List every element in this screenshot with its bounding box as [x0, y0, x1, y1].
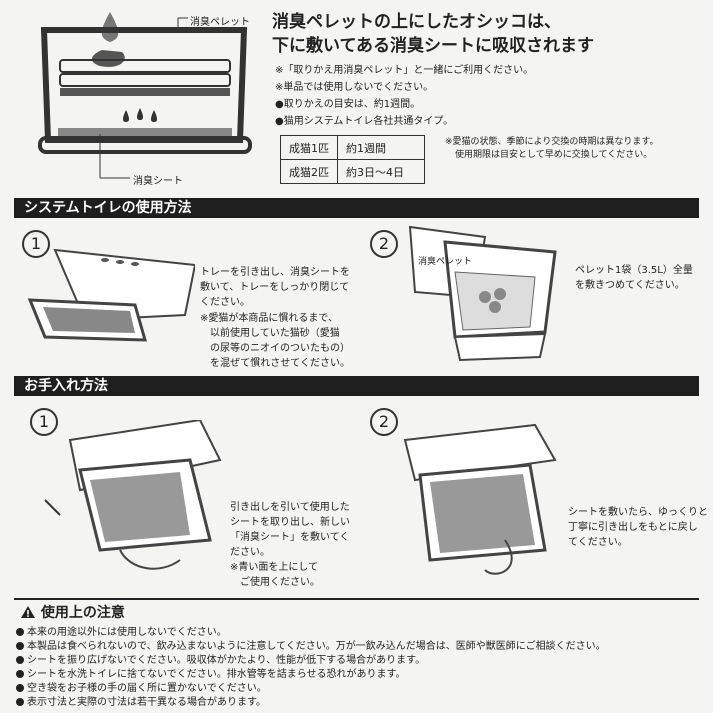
sheet-label: 消臭シート: [133, 176, 183, 187]
care-step2-text: シートを敷いたら、ゆっくりと 丁寧に引き出しをもとに戻し てください。: [568, 505, 708, 550]
text-line: ださい。: [230, 547, 270, 558]
table-note-line: 使用期限は目安として早めに交換してください。: [455, 150, 653, 160]
caution-item: 本製品は食べられないので、飲み込まないように注意してください。万が一飲み込んだ場…: [16, 640, 606, 653]
text-line: シートを敷いたら、ゆっくりと: [568, 507, 708, 518]
replacement-table: 成猫1匹 約1週間 成猫2匹 約3日〜4日: [280, 135, 425, 184]
tray-drawer-illustration: [27, 248, 195, 342]
headline-line-2: 下に敷いてある消臭シートに吸収されます: [272, 36, 594, 56]
caution-text: 表示寸法と実際の寸法は若干異なる場合があります。: [27, 697, 266, 708]
caution-text: シートを振り広げないでください。吸収体がかたより、性能が低下する場合があります。: [27, 655, 426, 666]
note-item: ※「取りかえ用消臭ペレット」と一緒にご利用ください。: [275, 65, 534, 76]
pellet-label: 消臭ペレット: [190, 17, 250, 28]
bullet-icon: [16, 698, 24, 706]
text-line: 以前使用していた猫砂（愛猫: [210, 328, 340, 339]
caution-text: シートを水洗トイレに捨てないでください。排水管等を詰まらせる恐れがあります。: [27, 669, 406, 680]
text-line: 敷いて、トレーをしっかり閉じて: [200, 282, 350, 293]
table-note: ※愛猫の状態、季節により交換の時期は異なります。 使用期限は目安として早めに交換…: [445, 136, 658, 162]
bullet-icon: [16, 628, 24, 636]
note-item: ●猫用システムトイレ各社共通タイプ。: [275, 116, 454, 127]
caution-item: シートを水洗トイレに捨てないでください。排水管等を詰まらせる恐れがあります。: [16, 668, 406, 681]
headline: 消臭ペレットの上にしたオシッコは、 下に敷いてある消臭シートに吸収されます: [272, 10, 702, 58]
usage-step2-text: ペレット1袋（3.5L）全量 を敷きつめてください。: [575, 263, 693, 293]
bullet-icon: [16, 656, 24, 664]
bag-label: 消臭ペレット: [418, 257, 473, 267]
notes: ※「取りかえ用消臭ペレット」と一緒にご利用ください。 ※単品では使用しないでくだ…: [275, 62, 533, 130]
table-cell: 約1週間: [337, 135, 425, 160]
care-step2-number: 2: [370, 408, 398, 436]
bullet-icon: [16, 642, 24, 650]
text-line: 「消臭シート」を敷いてく: [230, 532, 350, 543]
sheet-remove-illustration: [44, 420, 222, 570]
table-row: 成猫2匹 約3日〜4日: [280, 159, 425, 184]
table-note-line: ※愛猫の状態、季節により交換の時期は異なります。: [445, 137, 659, 147]
text-line: ください。: [200, 297, 250, 308]
text-line: 引き出しを引いて使用した: [230, 502, 350, 513]
note-item: ※単品では使用しないでください。: [275, 82, 434, 93]
care-step1-number: 1: [30, 408, 58, 436]
text-line: ※愛猫が本商品に慣れるまで、: [200, 313, 338, 324]
headline-line-1: 消臭ペレットの上にしたオシッコは、: [272, 12, 561, 32]
usage-step1-text: トレーを引き出し、消臭シートを 敷いて、トレーをしっかり閉じて ください。: [200, 265, 350, 310]
text-line: を混ぜて慣れさせてください。: [210, 358, 350, 369]
bullet-icon: [16, 684, 24, 692]
warning-icon: [21, 606, 35, 618]
usage-step1-number: 1: [22, 230, 50, 258]
table-row: 成猫1匹 約1週間: [280, 135, 425, 160]
bullet-icon: [16, 670, 24, 678]
usage-section-title: システムトイレの使用方法: [14, 198, 699, 218]
caution-text: 本製品は食べられないので、飲み込まないように注意してください。万が一飲み込んだ場…: [27, 641, 606, 652]
care-step1-text: 引き出しを引いて使用した シートを取り出し、新しい 「消臭シート」を敷いてく だ…: [230, 500, 350, 560]
drawer-return-illustration: [403, 423, 557, 575]
table-cell: 成猫1匹: [280, 135, 338, 160]
care-section-title: お手入れ方法: [14, 376, 699, 396]
text-line: ペレット1袋（3.5L）全量: [575, 265, 693, 276]
caution-text: 本来の用途以外には使用しないでください。: [27, 627, 227, 638]
text-line: 丁寧に引き出しをもとに戻し: [568, 522, 698, 533]
caution-item: 空き袋をお子様の手の届く所に置かないでください。: [16, 682, 267, 695]
caution-item: シートを振り広げないでください。吸収体がかたより、性能が低下する場合があります。: [16, 654, 425, 667]
caution-title-text: 使用上の注意: [40, 605, 125, 621]
pellet-pour-illustration: [408, 225, 557, 362]
text-line: てください。: [568, 537, 628, 548]
text-line: ご使用ください。: [240, 577, 320, 588]
caution-divider: [14, 598, 699, 600]
text-line: シートを取り出し、新しい: [230, 517, 350, 528]
text-line: トレーを引き出し、消臭シートを: [200, 267, 350, 278]
text-line: を敷きつめてください。: [575, 280, 685, 291]
table-cell: 約3日〜4日: [337, 159, 425, 184]
text-line: の尿等のニオイのついたもの）: [210, 343, 350, 354]
caution-title: 使用上の注意: [20, 602, 125, 622]
care-step1-note: ※青い面を上にして ご使用ください。: [230, 560, 320, 590]
usage-step1-note: ※愛猫が本商品に慣れるまで、 以前使用していた猫砂（愛猫 の尿等のニオイのついた…: [200, 311, 350, 371]
text-line: ※青い面を上にして: [230, 562, 319, 573]
usage-step2-number: 2: [370, 230, 398, 258]
caution-item: 表示寸法と実際の寸法は若干異なる場合があります。: [16, 696, 266, 709]
caution-item: 本来の用途以外には使用しないでください。: [16, 626, 227, 639]
table-cell: 成猫2匹: [280, 159, 338, 184]
note-item: ●取りかえの目安は、約1週間。: [275, 99, 421, 110]
caution-text: 空き袋をお子様の手の届く所に置かないでください。: [27, 683, 267, 694]
litter-box-diagram: [38, 12, 252, 179]
